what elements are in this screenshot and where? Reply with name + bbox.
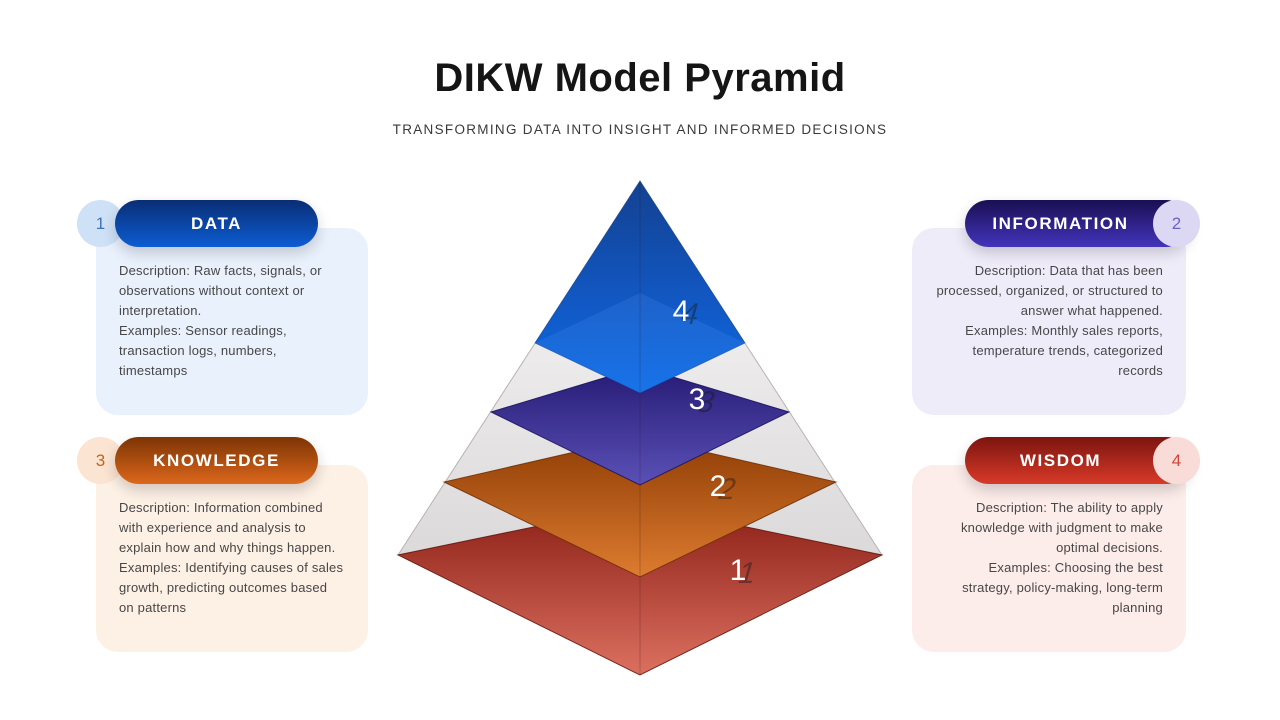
pyramid-layer-1-number: 1 1 xyxy=(729,554,761,591)
knowledge-pill: KNOWLEDGE xyxy=(115,437,318,484)
data-card: Description: Raw facts, signals, or obse… xyxy=(96,228,368,415)
slide-header: DIKW Model Pyramid TRANSFORMING DATA INT… xyxy=(0,0,1280,137)
data-card-description: Description: Raw facts, signals, or obse… xyxy=(119,263,322,318)
layer-number: 2 xyxy=(709,470,727,503)
layer-number: 4 xyxy=(672,295,690,328)
pyramid-layer-3-face xyxy=(489,366,791,486)
layer-number: 3 xyxy=(688,383,706,416)
data-number: 1 xyxy=(95,213,106,233)
pyramid-layer-3-number: 3 3 xyxy=(688,383,720,420)
wisdom-card-examples: Examples: Choosing the best strategy, po… xyxy=(962,560,1163,615)
pyramid-layer-2-number: 2 2 xyxy=(709,470,741,507)
pyramid-layer-1-face xyxy=(396,504,884,676)
pyramid-graphic xyxy=(396,180,884,676)
dikw-pyramid-diagram: 4 4 3 3 2 2 1 1 xyxy=(390,175,890,685)
wisdom-pill: WISDOM xyxy=(965,437,1190,484)
information-number: 2 xyxy=(1171,213,1182,233)
wisdom-number-badge: 4 xyxy=(1153,437,1200,484)
knowledge-pill-label: KNOWLEDGE xyxy=(153,450,280,470)
information-pill-label: INFORMATION xyxy=(992,213,1129,233)
information-pill: INFORMATION xyxy=(965,200,1190,247)
wisdom-pill-label: WISDOM xyxy=(1019,450,1102,470)
page-title: DIKW Model Pyramid xyxy=(434,56,846,100)
pyramid-layer-4-face xyxy=(534,180,746,394)
data-pill-label: DATA xyxy=(190,213,243,233)
page-subtitle: TRANSFORMING DATA INTO INSIGHT AND INFOR… xyxy=(392,122,888,137)
wisdom-number: 4 xyxy=(1171,450,1182,470)
knowledge-number: 3 xyxy=(95,450,106,470)
information-card: Description: Data that has been processe… xyxy=(912,228,1186,415)
wisdom-card-description: Description: The ability to apply knowle… xyxy=(960,500,1163,555)
knowledge-card-examples: Examples: Identifying causes of sales gr… xyxy=(119,560,344,615)
knowledge-card: Description: Information combined with e… xyxy=(96,465,368,652)
pyramid-layer-4-number: 4 4 xyxy=(672,295,704,332)
data-card-examples: Examples: Sensor readings, transaction l… xyxy=(119,323,287,378)
pyramid-layer-2-face xyxy=(442,436,838,578)
knowledge-card-description: Description: Information combined with e… xyxy=(119,500,336,555)
wisdom-card: Description: The ability to apply knowle… xyxy=(912,465,1186,652)
information-card-description: Description: Data that has been processe… xyxy=(936,263,1163,318)
information-card-examples: Examples: Monthly sales reports, tempera… xyxy=(965,323,1163,378)
layer-number: 1 xyxy=(729,554,747,587)
information-number-badge: 2 xyxy=(1153,200,1200,247)
pyramid-layer-4-topface xyxy=(535,293,745,393)
data-pill: DATA xyxy=(115,200,318,247)
